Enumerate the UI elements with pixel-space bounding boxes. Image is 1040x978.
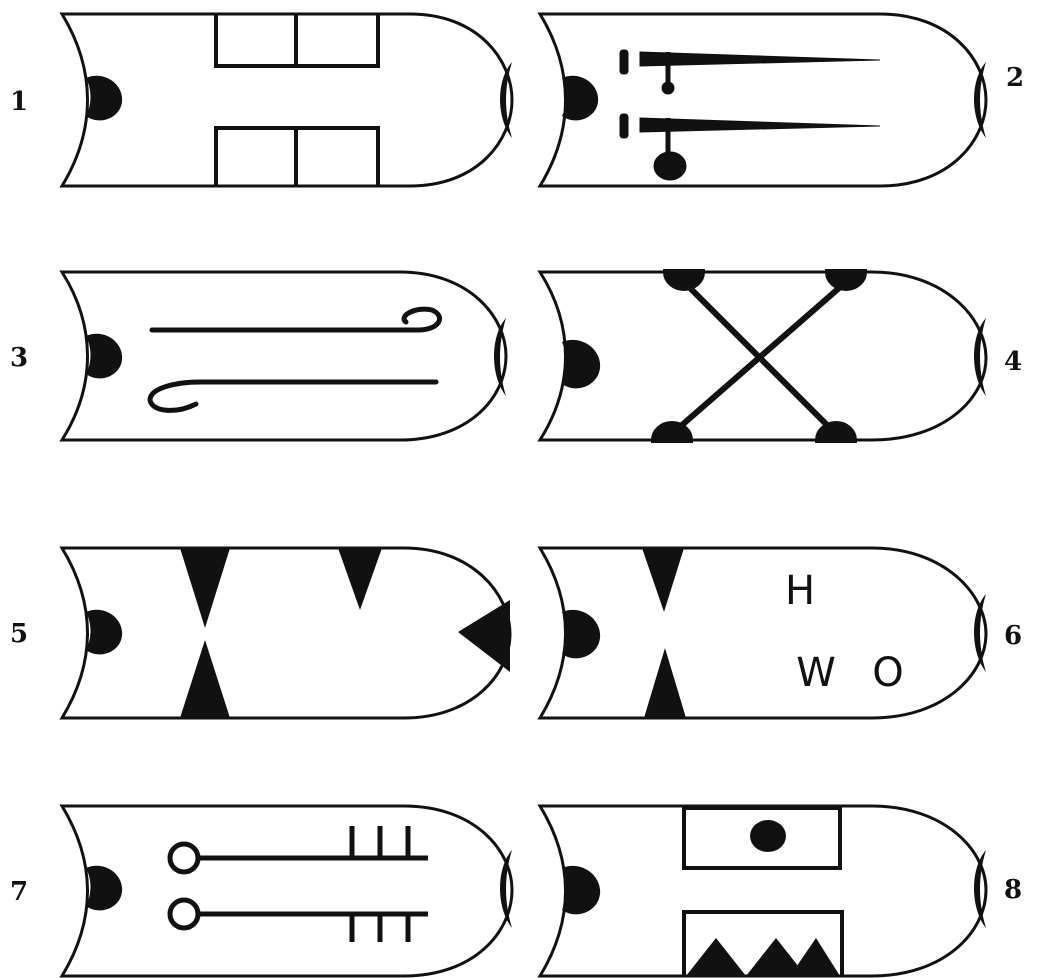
- bill-outline: [62, 14, 512, 186]
- figure-6: H W O: [540, 548, 986, 718]
- figure-5: [62, 548, 510, 718]
- figure-number: 6: [1004, 621, 1022, 651]
- figure-number: 4: [1004, 347, 1022, 377]
- figure-number: 1: [10, 87, 28, 117]
- figure-3: [62, 272, 506, 440]
- figure-4: [540, 272, 986, 440]
- letter-o: O: [872, 650, 903, 696]
- figure-1: [62, 14, 512, 186]
- figure-2: [540, 14, 986, 186]
- bill-outline: [62, 272, 506, 440]
- figure-number: 5: [10, 619, 28, 649]
- figure-number: 3: [10, 343, 28, 373]
- bill-outline: [540, 14, 986, 186]
- letter-h: H: [785, 568, 815, 614]
- figure-number: 8: [1004, 875, 1022, 905]
- figure-number: 2: [1006, 63, 1024, 93]
- figure-number: 7: [10, 877, 28, 907]
- bill-outline: [62, 806, 512, 976]
- bill-outline: [62, 548, 510, 718]
- figure-7: [62, 806, 512, 976]
- bill-outline: [540, 548, 986, 718]
- letter-w: W: [796, 650, 836, 696]
- figure-8: [540, 806, 986, 976]
